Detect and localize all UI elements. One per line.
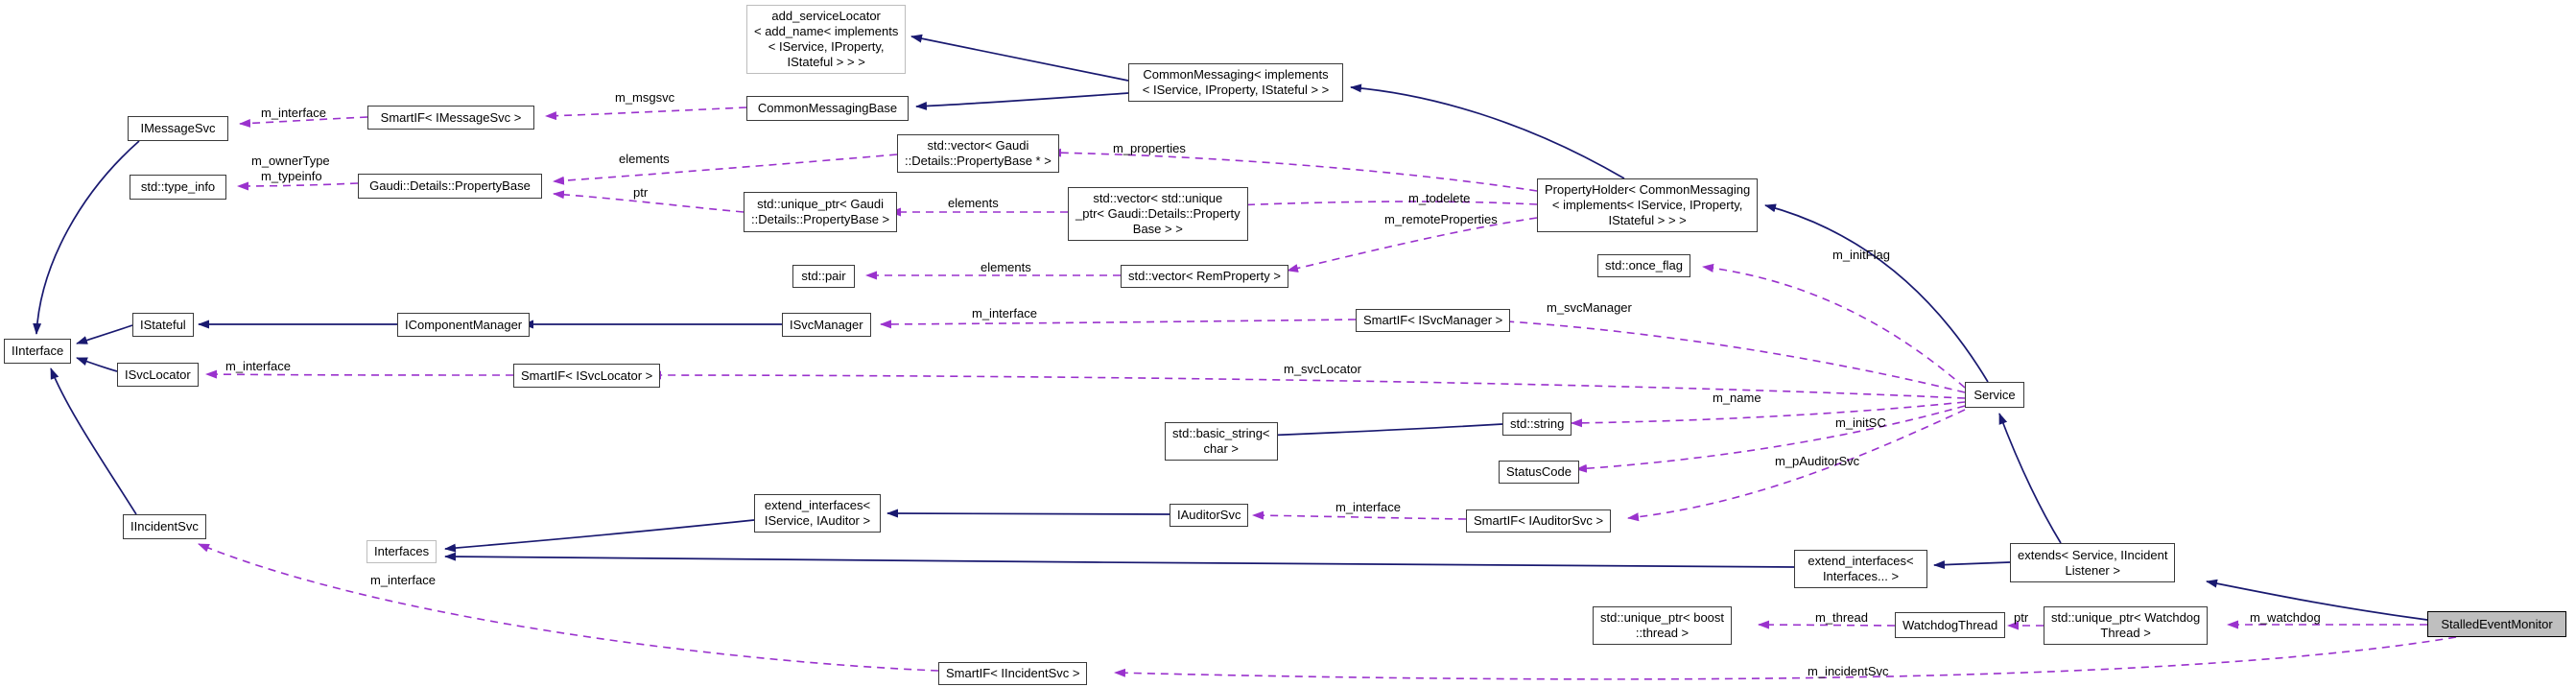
- usage-edge: [1575, 405, 1966, 473]
- edge-label: elements: [619, 152, 670, 166]
- usage-edge: [1571, 401, 1966, 428]
- node-iinterface[interactable]: IInterface: [4, 339, 72, 364]
- edge-label: m_svcLocator: [1284, 362, 1361, 376]
- edge-label: m_interface: [1335, 500, 1401, 514]
- usage-edge: [553, 154, 898, 185]
- usage-edge: [1702, 263, 1966, 389]
- node-iincidentsvc[interactable]: IIncidentSvc: [123, 514, 206, 539]
- edge-label: m_todelete: [1408, 191, 1471, 205]
- node-gaudi-details-propertybase[interactable]: Gaudi::Details::PropertyBase: [358, 174, 542, 199]
- edge-label: elements: [981, 260, 1031, 274]
- inheritance-edge: [444, 519, 755, 553]
- usage-edge: [1287, 217, 1538, 272]
- usage-edge: [1627, 409, 1966, 522]
- edge-label: m_typeinfo: [261, 169, 322, 183]
- node-vector-propertybase-ptr[interactable]: std::vector< Gaudi ::Details::PropertyBa…: [897, 134, 1059, 173]
- inheritance-edge: [33, 140, 140, 335]
- edge-label: m_msgsvc: [615, 90, 675, 105]
- edge-label: m_interface: [370, 573, 436, 587]
- usage-edge: [1114, 636, 2457, 680]
- node-isvcmanager[interactable]: ISvcManager: [782, 313, 871, 337]
- inheritance-edge: [1262, 423, 1503, 440]
- edge-label: m_interface: [972, 306, 1037, 320]
- inheritance-edge: [76, 324, 133, 344]
- node-vector-unique-ptr-propertybase[interactable]: std::vector< std::unique _ptr< Gaudi::De…: [1068, 187, 1248, 241]
- usage-edge: [553, 190, 744, 213]
- node-std-once-flag[interactable]: std::once_flag: [1597, 254, 1690, 277]
- inheritance-edge: [76, 357, 118, 372]
- node-istateful[interactable]: IStateful: [132, 313, 194, 337]
- node-std-type-info[interactable]: std::type_info: [130, 175, 226, 200]
- edge-label: ptr: [2014, 610, 2029, 625]
- node-vector-remproperty[interactable]: std::vector< RemProperty >: [1121, 265, 1288, 288]
- usage-edge: [237, 181, 359, 191]
- node-isvclocator[interactable]: ISvcLocator: [117, 363, 199, 387]
- node-watchdogthread[interactable]: WatchdogThread: [1895, 612, 2006, 638]
- edge-label: elements: [948, 196, 999, 210]
- edge-label: m_interface: [261, 106, 326, 120]
- edge-label: m_pAuditorSvc: [1775, 454, 1860, 468]
- node-smartif-imessagesvc[interactable]: SmartIF< IMessageSvc >: [367, 106, 534, 130]
- inheritance-edge: [2206, 579, 2428, 621]
- node-unique-ptr-boost-thread[interactable]: std::unique_ptr< boost ::thread >: [1593, 606, 1733, 645]
- inheritance-edge: [1933, 560, 2011, 570]
- edge-label: m_remoteProperties: [1384, 212, 1498, 226]
- node-std-string[interactable]: std::string: [1502, 413, 1572, 436]
- edge-label: m_incidentSvc: [1808, 664, 1889, 678]
- inheritance-edge: [910, 34, 1129, 82]
- usage-edge: [650, 370, 1966, 399]
- edge-label: m_name: [1713, 391, 1761, 405]
- node-smartif-isvcmanager[interactable]: SmartIF< ISvcManager >: [1356, 309, 1511, 332]
- node-extend-interfaces-iservice-iauditor[interactable]: extend_interfaces< IService, IAuditor >: [754, 494, 881, 533]
- usage-edge: [1491, 317, 1966, 393]
- node-smartif-isvclocator[interactable]: SmartIF< ISvcLocator >: [513, 364, 661, 388]
- node-std-basic-string[interactable]: std::basic_string< char >: [1165, 422, 1278, 461]
- edge-label: m_watchdog: [2250, 610, 2321, 625]
- node-smartif-iauditorsvc[interactable]: SmartIF< IAuditorSvc >: [1466, 509, 1612, 533]
- node-add-servicelocator: add_serviceLocator < add_name< implement…: [746, 5, 907, 74]
- node-smartif-iincidentsvc[interactable]: SmartIF< IIncidentSvc >: [938, 662, 1088, 685]
- usage-edge: [545, 107, 747, 121]
- node-std-pair[interactable]: std::pair: [792, 265, 855, 288]
- usage-edge: [205, 369, 514, 379]
- usage-edge: [198, 543, 939, 672]
- usage-edge: [1050, 148, 1538, 192]
- usage-edge: [239, 116, 368, 128]
- edge-label: m_properties: [1113, 141, 1186, 155]
- edge-label: m_initFlag: [1832, 248, 1890, 262]
- inheritance-edge: [1764, 203, 1989, 383]
- node-interfaces: Interfaces: [366, 540, 437, 563]
- inheritance-edge: [444, 552, 1795, 568]
- node-service[interactable]: Service: [1965, 382, 2024, 408]
- edge-label: m_thread: [1815, 610, 1868, 625]
- inheritance-edge: [886, 509, 1170, 518]
- edge-label: m_interface: [225, 359, 291, 373]
- node-icomponentmanager[interactable]: IComponentManager: [397, 313, 531, 337]
- edge-label: m_initSC: [1835, 415, 1886, 430]
- node-stalledeventmonitor: StalledEventMonitor: [2427, 611, 2566, 637]
- usage-edge: [1231, 201, 1538, 210]
- node-extends-service-iincidentlistener[interactable]: extends< Service, IIncident Listener >: [2010, 543, 2176, 582]
- edge-label: m_ownerType: [251, 154, 330, 168]
- node-imessagesvc[interactable]: IMessageSvc: [128, 116, 228, 141]
- usage-edge: [1758, 620, 1896, 629]
- node-commonmessaging[interactable]: CommonMessaging< implements < IService, …: [1128, 63, 1343, 102]
- usage-edge: [880, 319, 1357, 329]
- node-propertyholder[interactable]: PropertyHolder< CommonMessaging < implem…: [1537, 178, 1759, 232]
- node-unique-ptr-propertybase[interactable]: std::unique_ptr< Gaudi ::Details::Proper…: [744, 192, 898, 232]
- node-iauditorsvc[interactable]: IAuditorSvc: [1170, 504, 1249, 527]
- usage-edge: [1252, 510, 1467, 520]
- inheritance-edge: [50, 367, 137, 515]
- node-extend-interfaces-pack[interactable]: extend_interfaces< Interfaces... >: [1794, 550, 1927, 588]
- node-statuscode[interactable]: StatusCode: [1499, 461, 1579, 484]
- edge-label: ptr: [633, 185, 649, 200]
- inheritance-edge: [1350, 83, 1625, 179]
- edge-label: m_svcManager: [1547, 300, 1632, 315]
- node-unique-ptr-watchdogthread[interactable]: std::unique_ptr< Watchdog Thread >: [2044, 606, 2209, 645]
- node-commonmessagingbase[interactable]: CommonMessagingBase: [746, 96, 909, 121]
- inheritance-edge: [915, 92, 1129, 110]
- inheritance-edge: [1998, 413, 2062, 544]
